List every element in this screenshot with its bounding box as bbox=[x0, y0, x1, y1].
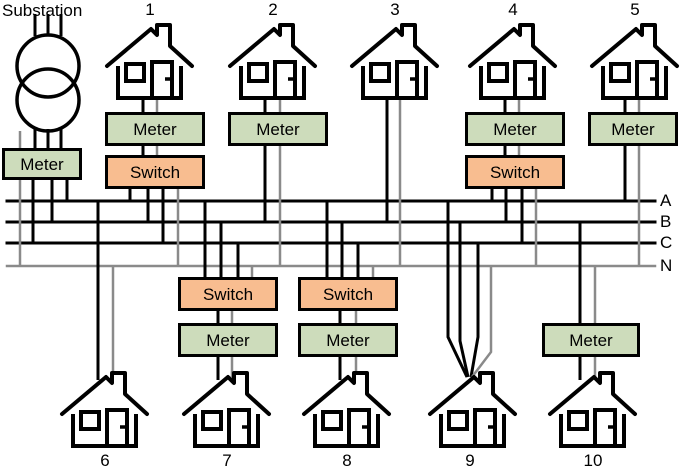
house-4-meter-box: Meter bbox=[465, 112, 565, 146]
house-icon-4 bbox=[468, 23, 557, 100]
transformer-icon bbox=[15, 33, 81, 133]
house-icon-7 bbox=[182, 371, 271, 448]
house-1-meter-label: Meter bbox=[133, 119, 177, 139]
house-icon-9 bbox=[428, 371, 517, 448]
house-3-wires bbox=[385, 96, 402, 266]
house-icon-8 bbox=[302, 371, 391, 448]
house-7-switch-box: Switch bbox=[178, 277, 278, 311]
house-2-meter-label: Meter bbox=[256, 119, 300, 139]
house-5-number: 5 bbox=[630, 0, 640, 19]
house-icon-10 bbox=[548, 371, 637, 448]
house-1-switch-box: Switch bbox=[105, 155, 205, 189]
house-icon-3 bbox=[350, 23, 439, 100]
substation-wires bbox=[18, 14, 69, 266]
house-5-meter-box: Meter bbox=[588, 112, 678, 146]
house-8-number: 8 bbox=[342, 451, 352, 470]
substation-title: Substation bbox=[2, 1, 83, 20]
house-6-number: 6 bbox=[100, 451, 110, 470]
bus-label-a: A bbox=[660, 191, 672, 210]
house-8-meter-box: Meter bbox=[298, 323, 398, 357]
house-icon-5 bbox=[590, 23, 679, 100]
house-1-meter-box: Meter bbox=[105, 112, 205, 146]
house-10-meter-label: Meter bbox=[569, 330, 613, 350]
house-9-wires bbox=[446, 201, 493, 378]
house-2-meter-box: Meter bbox=[228, 112, 328, 146]
house-10-meter-box: Meter bbox=[542, 323, 640, 357]
house-icon-2 bbox=[228, 23, 317, 100]
house-4-switch-label: Switch bbox=[489, 162, 541, 182]
house-8-meter-label: Meter bbox=[326, 330, 370, 350]
bus-label-n: N bbox=[660, 256, 673, 275]
house-1-number: 1 bbox=[145, 0, 155, 19]
bus-label-c: C bbox=[660, 233, 673, 252]
house-4-number: 4 bbox=[508, 0, 518, 19]
house-9-number: 9 bbox=[465, 451, 475, 470]
house-7-switch-label: Switch bbox=[202, 284, 254, 304]
house-8-switch-label: Switch bbox=[322, 284, 374, 304]
house-6-wires bbox=[96, 201, 115, 380]
house-4-meter-label: Meter bbox=[493, 119, 537, 139]
house-icon-1 bbox=[105, 23, 194, 100]
house-2-number: 2 bbox=[268, 0, 278, 19]
bus-label-b: B bbox=[660, 212, 672, 231]
bus-lines bbox=[5, 199, 657, 268]
house-7-number: 7 bbox=[222, 451, 232, 470]
house-7-meter-box: Meter bbox=[178, 323, 278, 357]
substation-meter-box: Meter bbox=[2, 148, 82, 180]
house-10-number: 10 bbox=[583, 451, 603, 470]
house-1-switch-label: Switch bbox=[129, 162, 181, 182]
house-8-switch-box: Switch bbox=[298, 277, 398, 311]
house-4-switch-box: Switch bbox=[465, 155, 565, 189]
house-5-meter-label: Meter bbox=[611, 119, 655, 139]
house-3-number: 3 bbox=[390, 0, 400, 19]
house-icon-6 bbox=[60, 371, 149, 448]
substation-meter-label: Meter bbox=[20, 154, 64, 174]
house-7-meter-label: Meter bbox=[206, 330, 250, 350]
